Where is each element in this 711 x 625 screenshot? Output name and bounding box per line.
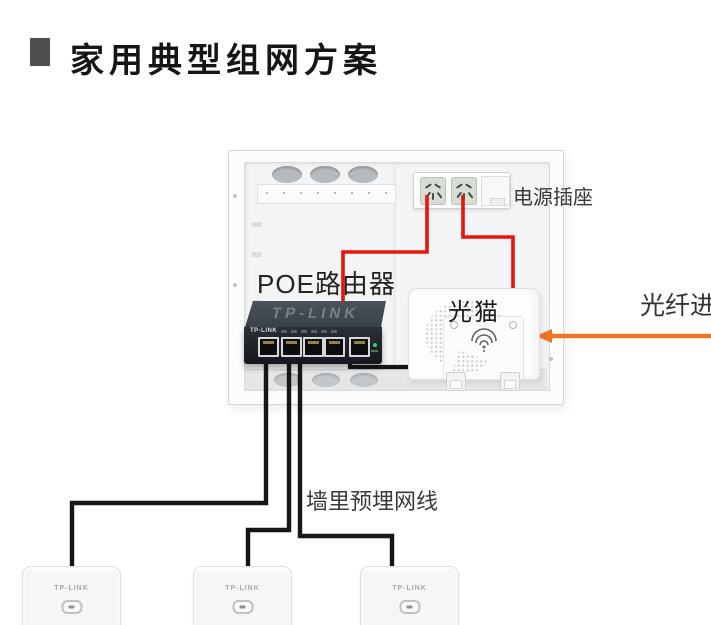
router-brand-text: TP-LINK bbox=[270, 305, 361, 322]
mount-slot bbox=[252, 222, 262, 227]
ap-led-indicator bbox=[399, 600, 420, 614]
modem-stand-foot bbox=[500, 372, 520, 391]
router-model-text bbox=[281, 330, 341, 333]
cable-passthrough-hole bbox=[272, 166, 302, 183]
modem-label: 光猫 bbox=[448, 299, 500, 326]
modem-stand-foot bbox=[446, 372, 466, 391]
modem-mount-plate bbox=[443, 316, 524, 380]
power-socket-label: 电源插座 bbox=[513, 187, 593, 209]
cable-passthrough-hole bbox=[310, 166, 340, 183]
rj45-port-2 bbox=[281, 337, 302, 357]
router-front-brand-text: TP-LINK bbox=[250, 328, 278, 334]
rj45-port-4 bbox=[324, 337, 345, 357]
mount-slot bbox=[252, 252, 262, 257]
wall-ap-2: TP-LINK bbox=[193, 566, 292, 625]
frame-screw bbox=[233, 194, 237, 198]
ap-led-indicator bbox=[232, 600, 253, 614]
screw-icon bbox=[450, 321, 458, 329]
rj45-port-3 bbox=[303, 337, 324, 357]
router-led-text bbox=[371, 350, 378, 352]
floor-cutout bbox=[274, 373, 302, 387]
embedded-cable-label: 墙里预埋网线 bbox=[306, 489, 439, 514]
page-title: 家用典型组网方案 bbox=[70, 42, 382, 80]
router-led-icon bbox=[373, 343, 377, 347]
plate-halftone-patch bbox=[452, 350, 490, 372]
poe-router-label: POE路由器 bbox=[257, 269, 396, 299]
title-bullet-square bbox=[30, 38, 50, 66]
screw-icon bbox=[509, 321, 517, 329]
poe-router-top-face: TP-LINK bbox=[245, 301, 386, 327]
frame-screw bbox=[549, 357, 553, 361]
socket-cover-tab bbox=[490, 198, 505, 206]
wifi-icon bbox=[471, 328, 497, 352]
floor-cutout bbox=[312, 373, 340, 387]
rj45-port-5 bbox=[349, 337, 370, 357]
optical-modem: 光猫 bbox=[408, 288, 540, 380]
floor-cutout bbox=[350, 373, 378, 387]
cable-passthrough-hole bbox=[348, 166, 378, 183]
power-outlet bbox=[420, 177, 446, 205]
ap-brand-text: TP-LINK bbox=[54, 585, 89, 592]
rj45-port-1 bbox=[258, 337, 279, 357]
ap-led-indicator bbox=[61, 600, 82, 614]
ap-brand-text: TP-LINK bbox=[225, 585, 260, 592]
fiber-in-label: 光纤进 bbox=[640, 292, 711, 320]
wall-ap-3: TP-LINK bbox=[360, 566, 459, 625]
frame-screw bbox=[233, 283, 237, 287]
ap-brand-text: TP-LINK bbox=[392, 585, 427, 592]
power-outlet bbox=[451, 177, 477, 205]
wall-ap-1: TP-LINK bbox=[22, 566, 121, 625]
cable-organizer-bar bbox=[257, 184, 396, 204]
